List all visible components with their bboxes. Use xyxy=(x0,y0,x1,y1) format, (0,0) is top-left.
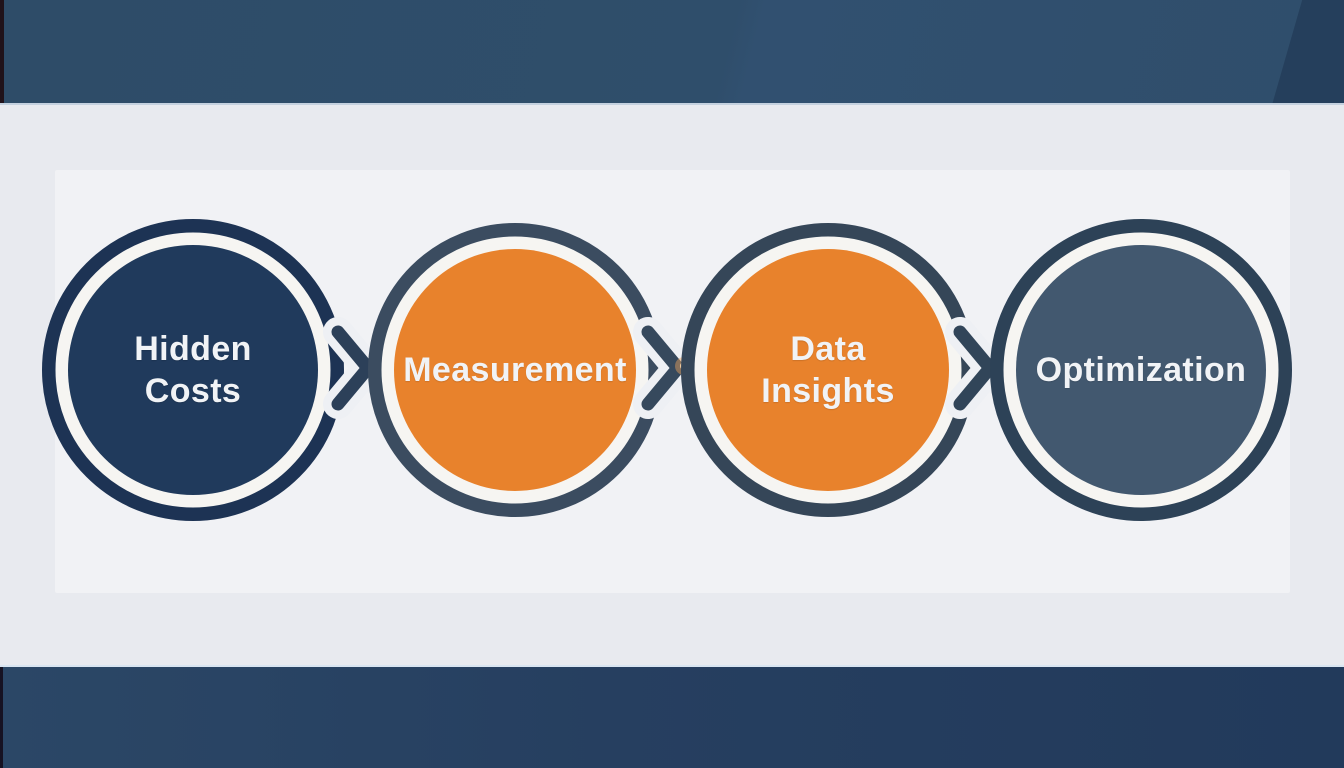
inner-white-ring xyxy=(381,236,649,504)
node-fill xyxy=(68,245,318,495)
inner-white-ring xyxy=(694,236,962,504)
top-band-left-edge xyxy=(0,0,4,103)
bottom-band-divider xyxy=(0,665,1344,667)
node-circle-measurement xyxy=(368,223,662,517)
chevron-right-icon xyxy=(331,325,377,411)
node-fill xyxy=(707,249,949,491)
bottom-band xyxy=(0,667,1344,768)
node-fill xyxy=(394,249,636,491)
inner-white-ring xyxy=(1003,232,1279,508)
inner-white-ring xyxy=(55,232,331,508)
outer-ring xyxy=(990,219,1292,521)
node-circle-data-insights xyxy=(681,223,975,517)
node-circle-hidden-costs xyxy=(42,219,344,521)
top-band xyxy=(0,0,1344,103)
bottom-band-left-edge xyxy=(0,667,3,768)
chevron-right-icon xyxy=(953,325,999,411)
top-band-divider xyxy=(0,103,1344,105)
outer-ring xyxy=(368,223,662,517)
node-circle-optimization xyxy=(990,219,1292,521)
chevron-right-icon xyxy=(641,325,687,411)
outer-ring xyxy=(681,223,975,517)
outer-ring xyxy=(42,219,344,521)
node-fill xyxy=(1016,245,1266,495)
